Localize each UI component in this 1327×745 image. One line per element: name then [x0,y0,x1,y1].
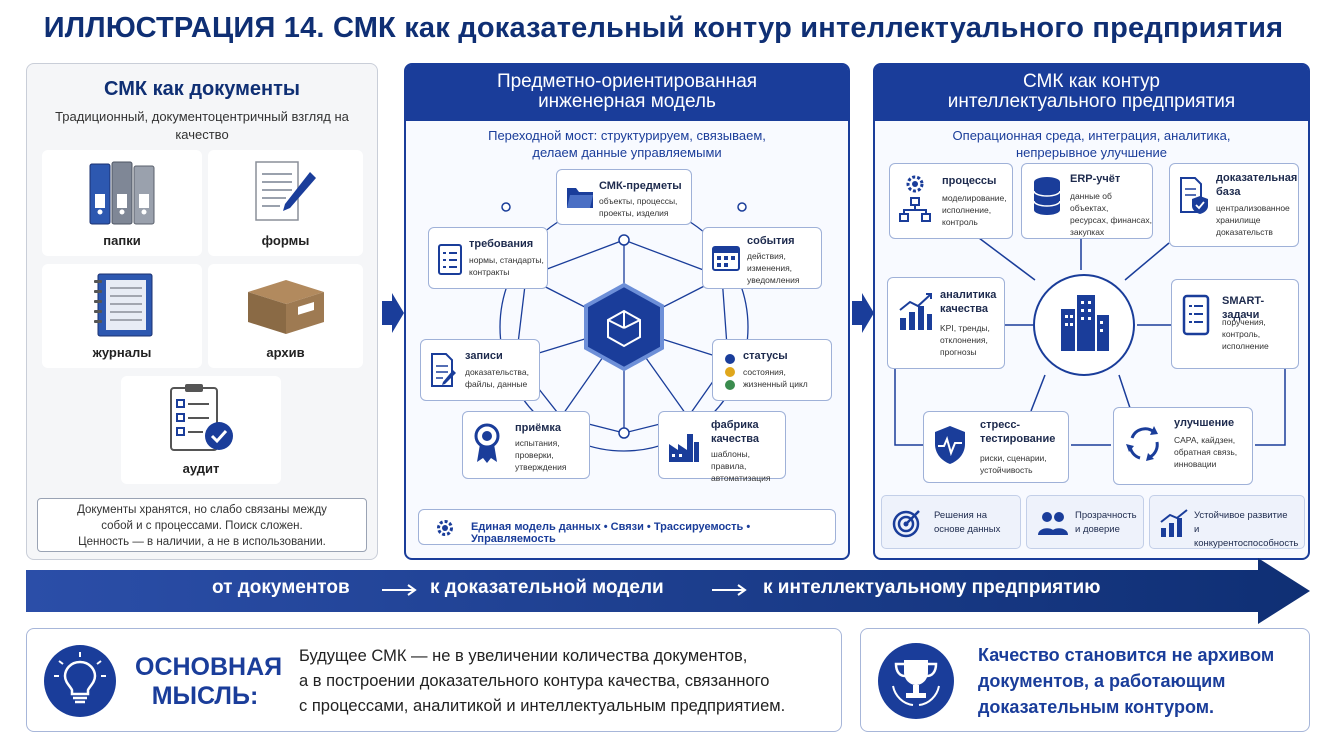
enterprise-network-diagram [894,234,1286,446]
lightbulb-icon [44,645,116,717]
panel-documents: СМК как документы Традиционный, документ… [26,63,378,560]
checklist-icon [438,244,462,275]
journal-icon [94,273,153,337]
bar-chart-icon [899,293,932,330]
trophy-icon [878,643,954,719]
card-stress-testing: стресс-тестирование риски, сценарии,усто… [923,411,1069,483]
panel-header: СМК как контур интеллектуального предпри… [875,65,1308,121]
panel-documents-title: СМК как документы [104,78,300,100]
quality-quote-text: Качество становится не архивом документо… [978,645,1275,717]
panel-intelligent-enterprise: СМК как контур интеллектуального предпри… [873,63,1310,560]
main-idea-box: ОСНОВНАЯ МЫСЛЬ: Будущее СМК — не в увели… [26,628,842,732]
database-icon [1033,177,1061,215]
tile-label: архив [266,345,305,360]
card-acceptance: приёмка испытания,проверки,утверждения [462,411,590,479]
archive-box-icon [248,280,324,334]
card-smart-tasks: SMART-задачи поручения,контроль,исполнен… [1171,279,1299,369]
tile-label: папки [103,233,141,248]
progression-arrow-shape [26,558,1310,624]
document-shield-icon [1180,177,1208,214]
panel-header: Предметно-ориентированная инженерная мод… [406,65,848,121]
folders-icon [89,161,155,225]
long-arrow-icon [712,584,747,596]
panel-footer: Единая модель данных • Связи • Трассируе… [418,509,836,545]
tile-archive: архив [208,264,363,368]
page-title: ИЛЛЮСТРАЦИЯ 14. СМК как доказательный ко… [43,12,1284,44]
gear-icon [437,520,453,536]
main-idea-label: ОСНОВНАЯ МЫСЛЬ: [135,653,283,710]
main-idea-text: Будущее СМК — не в увеличении количества… [299,647,786,715]
calendar-icon [712,246,740,271]
model-network-diagram [495,202,753,456]
arrow-step-1: от документов [212,577,350,598]
target-icon [892,510,920,538]
arrow-right-icon [852,293,874,333]
tile-label: аудит [182,461,220,476]
tile-audit: аудит [121,376,281,484]
card-records: записи доказательства,файлы, данные [420,339,540,401]
folder-icon [567,188,593,208]
panel-subtitle: Переходной мост: структурируем, связывае… [488,128,766,160]
tile-label: формы [261,233,310,248]
arrow-step-2: к доказательной модели [430,577,664,598]
card-improvement: улучшение CAPA, кайдзен,обратная связь,и… [1113,407,1253,485]
factory-icon [669,434,699,462]
panel-documents-note: Документы хранятся, но слабо связаны меж… [37,498,367,552]
quality-quote-box: Качество становится не архивом документо… [860,628,1310,732]
form-pen-icon [255,161,316,221]
people-icon [1038,512,1068,535]
card-qms-subjects: СМК-предметы объекты, процессы,проекты, … [556,169,692,225]
document-pen-icon [431,353,456,387]
arrow-step-3: к интеллектуальному предприятию [763,577,1101,598]
progression-arrow: от документов к доказательной модели к и… [26,558,1310,624]
panel-subtitle: Операционная среда, интеграция, аналитик… [952,128,1231,160]
award-badge-icon [474,423,500,463]
tile-folders: папки [42,150,202,256]
panel-engineering-model: Предметно-ориентированная инженерная мод… [404,63,850,560]
cycle-arrows-icon [1126,426,1159,461]
arrow-right-icon [382,293,404,333]
status-dots-icon [725,354,735,390]
growth-chart-icon [1160,509,1188,537]
card-requirements: требования нормы, стандарты,контракты [428,227,548,289]
panel-documents-subtitle: Традиционный, документоцентричный взгляд… [55,109,349,142]
card-erp: ERP-учёт данные об объектах,ресурсах, фи… [1021,163,1153,239]
card-processes: процессы моделирование,исполнение,контро… [889,163,1013,239]
audit-checklist-icon [170,384,233,451]
shield-pulse-icon [935,426,965,464]
tablet-checklist-icon [1182,294,1210,336]
process-flow-icon [899,175,931,222]
tile-label: журналы [92,345,152,360]
card-statuses: статусы состояния,жизненный цикл [712,339,832,401]
tile-forms: формы [208,150,363,256]
card-events: события действия,изменения,уведомления [702,227,822,289]
tile-journals: журналы [42,264,202,368]
long-arrow-icon [382,584,417,596]
